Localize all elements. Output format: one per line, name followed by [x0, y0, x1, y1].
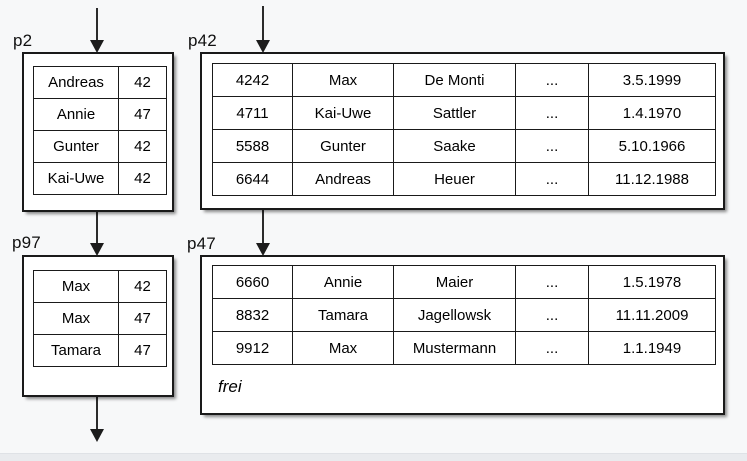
table-row: Kai-Uwe 42: [33, 162, 167, 195]
arrow-into-p2: [90, 8, 104, 53]
page-box-p2: Andreas 42 Annie 47 Gunter 42 Kai-Uwe 42: [22, 52, 174, 212]
table-row: 6644 Andreas Heuer ... 11.12.1988: [212, 162, 716, 196]
cell: 1.5.1978: [588, 265, 716, 299]
cell: Tamara: [292, 298, 394, 332]
page-box-p97: Max 42 Max 47 Tamara 47: [22, 255, 174, 397]
cell: 42: [118, 270, 167, 303]
cell: 4711: [212, 96, 293, 130]
cell: Kai-Uwe: [33, 162, 119, 195]
cell: Annie: [292, 265, 394, 299]
p42-table: 4242 Max De Monti ... 3.5.1999 4711 Kai-…: [212, 63, 716, 196]
table-row: 5588 Gunter Saake ... 5.10.1966: [212, 129, 716, 163]
cell: Gunter: [292, 129, 394, 163]
arrow-p42-to-p47: [256, 210, 270, 256]
cell: Saake: [393, 129, 516, 163]
page-label-p47: p47: [187, 234, 216, 253]
arrow-p2-to-p97: [90, 212, 104, 256]
cell: ...: [515, 298, 589, 332]
p47-table: 6660 Annie Maier ... 1.5.1978 8832 Tamar…: [212, 265, 716, 365]
table-row: Max 42: [33, 270, 167, 303]
table-row: 9912 Max Mustermann ... 1.1.1949: [212, 331, 716, 365]
cell: ...: [515, 63, 589, 97]
table-row: 4711 Kai-Uwe Sattler ... 1.4.1970: [212, 96, 716, 130]
free-space-label: frei: [218, 377, 242, 396]
cell: Annie: [33, 98, 119, 131]
cell: 1.1.1949: [588, 331, 716, 365]
cell: 6644: [212, 162, 293, 196]
table-row: 4242 Max De Monti ... 3.5.1999: [212, 63, 716, 97]
cell: ...: [515, 96, 589, 130]
cell: Heuer: [393, 162, 516, 196]
table-row: Andreas 42: [33, 66, 167, 99]
cell: Mustermann: [393, 331, 516, 365]
cell: Max: [33, 302, 119, 335]
cell: ...: [515, 331, 589, 365]
cell: 11.12.1988: [588, 162, 716, 196]
table-row: Gunter 42: [33, 130, 167, 163]
page-label-p97: p97: [12, 233, 41, 252]
page-box-p47: 6660 Annie Maier ... 1.5.1978 8832 Tamar…: [200, 255, 725, 415]
p2-table: Andreas 42 Annie 47 Gunter 42 Kai-Uwe 42: [33, 66, 167, 195]
bottom-edge-strip: [0, 453, 747, 461]
table-row: Max 47: [33, 302, 167, 335]
cell: Max: [33, 270, 119, 303]
cell: 47: [118, 302, 167, 335]
cell: 6660: [212, 265, 293, 299]
cell: 8832: [212, 298, 293, 332]
page-label-p42: p42: [188, 31, 217, 50]
cell: ...: [515, 162, 589, 196]
p97-table: Max 42 Max 47 Tamara 47: [33, 270, 167, 367]
cell: 9912: [212, 331, 293, 365]
cell: Sattler: [393, 96, 516, 130]
cell: Jagellowsk: [393, 298, 516, 332]
cell: Andreas: [33, 66, 119, 99]
cell: Kai-Uwe: [292, 96, 394, 130]
cell: 42: [118, 130, 167, 163]
cell: Tamara: [33, 334, 119, 367]
cell: Gunter: [33, 130, 119, 163]
cell: Maier: [393, 265, 516, 299]
cell: 42: [118, 162, 167, 195]
cell: 47: [118, 98, 167, 131]
cell: 11.11.2009: [588, 298, 716, 332]
table-row: Annie 47: [33, 98, 167, 131]
arrow-into-p42: [256, 6, 270, 53]
cell: De Monti: [393, 63, 516, 97]
table-row: Tamara 47: [33, 334, 167, 367]
cell: Max: [292, 331, 394, 365]
table-row: 6660 Annie Maier ... 1.5.1978: [212, 265, 716, 299]
cell: 47: [118, 334, 167, 367]
cell: 5.10.1966: [588, 129, 716, 163]
cell: 1.4.1970: [588, 96, 716, 130]
arrow-p97-down: [90, 397, 104, 442]
cell: ...: [515, 265, 589, 299]
cell: 3.5.1999: [588, 63, 716, 97]
cell: 42: [118, 66, 167, 99]
page-label-p2: p2: [13, 31, 33, 50]
table-row: 8832 Tamara Jagellowsk ... 11.11.2009: [212, 298, 716, 332]
page-box-p42: 4242 Max De Monti ... 3.5.1999 4711 Kai-…: [200, 52, 725, 210]
cell: Andreas: [292, 162, 394, 196]
cell: Max: [292, 63, 394, 97]
cell: 5588: [212, 129, 293, 163]
cell: ...: [515, 129, 589, 163]
cell: 4242: [212, 63, 293, 97]
